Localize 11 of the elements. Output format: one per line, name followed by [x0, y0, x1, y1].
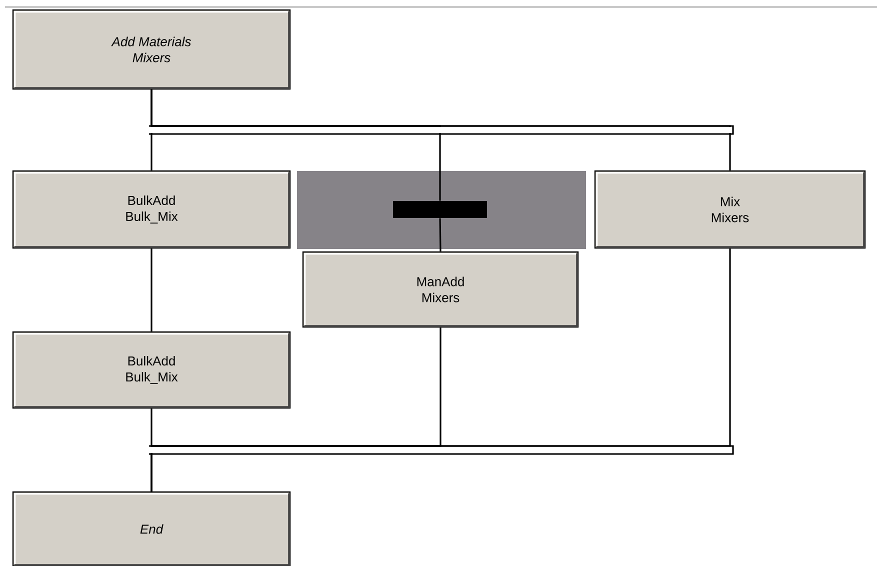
- step-box: Mix Mixers: [594, 170, 866, 249]
- connector: [150, 248, 152, 332]
- transition-bar: [393, 201, 487, 218]
- step-box: Add Materials Mixers: [12, 9, 291, 90]
- step-box: BulkAdd Bulk_Mix: [12, 331, 291, 409]
- step-box: BulkAdd Bulk_Mix: [12, 170, 291, 249]
- step-box: End: [12, 491, 291, 566]
- connector: [150, 90, 731, 170]
- connector: [439, 218, 442, 252]
- connector: [150, 248, 731, 492]
- step-box: ManAdd Mixers: [302, 251, 579, 328]
